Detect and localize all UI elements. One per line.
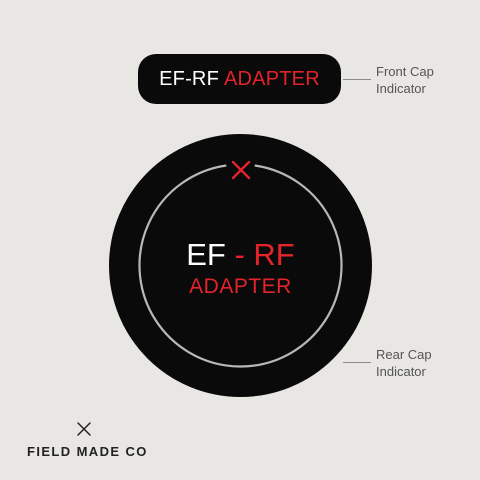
front-callout-leader-line [343, 79, 371, 80]
front-cap-text-white: EF-RF [159, 67, 219, 90]
front-callout: Front Cap Indicator [376, 63, 434, 97]
rear-callout: Rear Cap Indicator [376, 346, 432, 380]
brand-x-icon [77, 422, 91, 436]
rear-cap-title-white: EF [186, 237, 226, 272]
rear-cap-title-red: - RF [234, 237, 295, 272]
x-icon [231, 160, 251, 180]
rear-callout-line2: Indicator [376, 364, 426, 379]
rear-cap-subtitle: ADAPTER [189, 275, 292, 298]
rear-cap-title: EF - RF [109, 238, 372, 272]
rear-callout-line1: Rear Cap [376, 347, 432, 362]
front-cap-label: EF-RF ADAPTER [138, 54, 341, 104]
front-callout-line2: Indicator [376, 81, 426, 96]
rear-cap-ring [138, 164, 343, 368]
front-cap-text-red: ADAPTER [224, 67, 320, 90]
rear-callout-leader-line [343, 362, 371, 363]
rear-cap: EF - RF ADAPTER [109, 134, 372, 397]
front-callout-line1: Front Cap [376, 64, 434, 79]
brand-name: FIELD MADE CO [27, 444, 148, 459]
